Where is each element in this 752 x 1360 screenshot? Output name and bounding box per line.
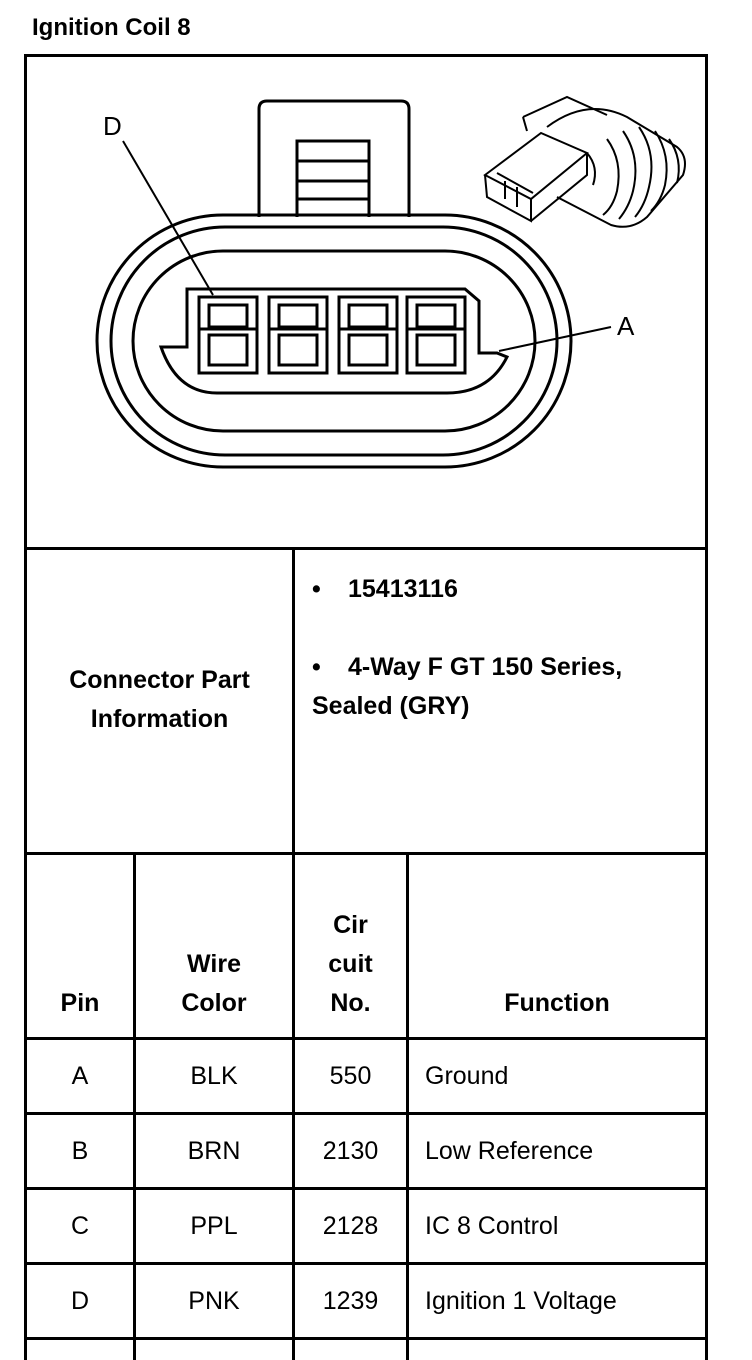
connector-3d-illustration [483, 95, 686, 228]
function-cell: Ignition 1 Voltage [425, 1286, 617, 1315]
function-cell: Ground [425, 1061, 509, 1090]
connector-description: 4-Way F GT 150 Series, Sealed (GRY) [312, 653, 623, 720]
divider [24, 1037, 708, 1040]
bullet: • [312, 653, 321, 681]
wire-color-cell: PNK [188, 1286, 240, 1315]
function-cell: Low Reference [425, 1136, 594, 1165]
connector-part-info-label: Connector Part Information [69, 666, 250, 733]
divider [24, 547, 708, 550]
wire-color-cell: BRN [187, 1136, 241, 1165]
pin-cell: A [71, 1061, 89, 1090]
wire-color-cell: PPL [190, 1211, 238, 1240]
connector-diagram: D A [95, 95, 686, 469]
header-function: Function [504, 989, 610, 1017]
connector-part-info-list: •15413116 •4-Way F GT 150 Series, Sealed… [312, 570, 702, 765]
circuit-cell: 2130 [322, 1136, 379, 1165]
divider [24, 1337, 708, 1340]
circuit-cell: 2128 [322, 1211, 379, 1240]
header-wire-color: Wire Color [181, 950, 247, 1017]
circuit-cell: 550 [329, 1061, 372, 1090]
divider [24, 852, 708, 855]
wire-color-cell: BLK [190, 1061, 238, 1090]
divider [24, 1112, 708, 1115]
divider [24, 1262, 708, 1265]
pin-cell: D [70, 1286, 90, 1315]
connector-table-frame [24, 54, 708, 1360]
pin-cell: C [70, 1211, 90, 1240]
divider [133, 852, 136, 1360]
connector-face-drawing [95, 99, 612, 469]
connector-description-item: •4-Way F GT 150 Series, Sealed (GRY) [312, 648, 702, 726]
circuit-cell: 1239 [322, 1286, 379, 1315]
divider [406, 852, 409, 1360]
header-pin: Pin [60, 989, 100, 1017]
page-title: Ignition Coil 8 [32, 14, 191, 41]
function-cell: IC 8 Control [425, 1211, 559, 1240]
bullet: • [312, 575, 321, 603]
pin-d-label: D [103, 111, 122, 141]
divider [24, 1187, 708, 1190]
pin-a-label: A [617, 311, 635, 341]
pin-cell: B [71, 1136, 89, 1165]
part-number-item: • 15413116 [312, 570, 702, 609]
header-circuit-no: Cir cuit No. [328, 911, 373, 1017]
part-number: 15413116 [348, 575, 458, 603]
divider [292, 547, 295, 1360]
